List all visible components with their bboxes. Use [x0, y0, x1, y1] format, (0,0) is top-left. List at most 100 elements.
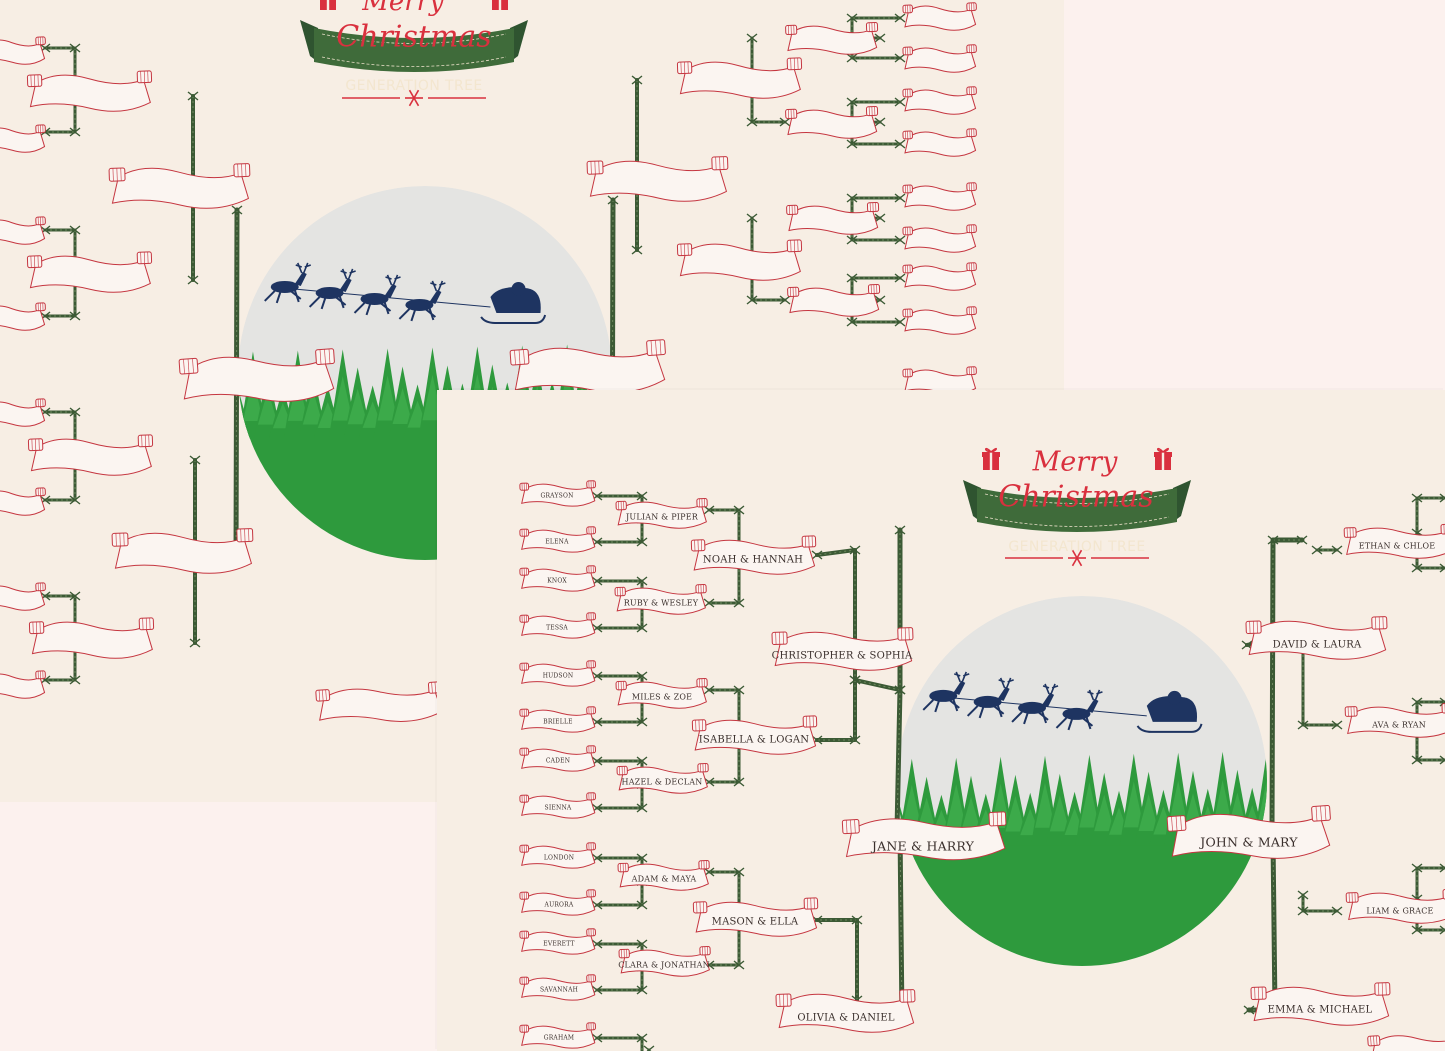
pine-garland: [1297, 890, 1343, 916]
scroll-banner: [519, 889, 596, 916]
pine-garland: [811, 675, 861, 745]
left-grandchild-couple: NOAH & HANNAH: [702, 554, 804, 566]
generation-tree-banner: [963, 480, 1191, 532]
scroll-banner: [519, 792, 596, 819]
left-grandchild-couple: MASON & ELLA: [711, 916, 799, 928]
scroll-banner: [1250, 982, 1391, 1026]
title-generation-tree: GENERATION TREE: [1008, 539, 1146, 555]
pine-garland: [643, 1045, 655, 1051]
left-descendant-name: GRAHAM: [543, 1034, 575, 1042]
scroll-banner: [1343, 523, 1445, 559]
scroll-banner: [27, 434, 154, 476]
scroll-banner: [178, 348, 335, 402]
reindeer-sleigh-icon: [264, 262, 547, 324]
scroll-banner: [841, 811, 1007, 861]
root-left-couple: JANE & HARRY: [871, 838, 975, 854]
scroll-banner: [0, 582, 46, 611]
scroll-banner: [691, 715, 818, 755]
scroll-banner: [0, 487, 46, 516]
scroll-banner: [519, 928, 596, 955]
left-descendant-name: BRIELLE: [543, 718, 573, 726]
left-descendant-name: SIENNA: [544, 804, 572, 812]
scroll-banner: [615, 677, 708, 709]
right-grandchild-couple: LIAM & GRACE: [1366, 906, 1434, 916]
scroll-banner: [586, 156, 729, 202]
scroll-banner: [1245, 616, 1388, 660]
scroll-banner: [26, 70, 153, 112]
scroll-banner: [902, 262, 977, 291]
pine-garland: [746, 213, 791, 305]
left-descendant-name: HUDSON: [542, 672, 574, 680]
gift-icon: [320, 0, 336, 10]
scroll-banner: [902, 44, 977, 73]
left-great-grandchild-couple: HAZEL & DECLAN: [621, 777, 703, 787]
pine-garland: [591, 1033, 648, 1051]
gift-icon: [982, 447, 1000, 470]
scroll-banner: [509, 339, 666, 393]
scroll-banner: [618, 945, 711, 977]
left-great-grandchild-couple: ADAM & MAYA: [631, 874, 697, 884]
left-descendant-name: AURORA: [544, 901, 574, 909]
title-merry: Merry: [362, 0, 444, 17]
scroll-banner: [690, 535, 817, 575]
scroll-banner: [615, 497, 708, 529]
right-grandchild-couple: AVA & RYAN: [1372, 720, 1426, 730]
scroll-banner: [785, 21, 879, 55]
pine-garland: [746, 33, 791, 127]
scroll-banner: [676, 239, 803, 281]
gift-icon: [492, 0, 508, 10]
scroll-banner: [519, 526, 596, 553]
right-child-couple: EMMA & MICHAEL: [1267, 1004, 1373, 1016]
left-descendant-name: SAVANNAH: [539, 986, 579, 994]
scroll-banner: [902, 224, 977, 253]
scroll-banner: [787, 283, 881, 317]
scroll-banner: [0, 216, 46, 245]
generation-tree-banner: [300, 20, 528, 72]
pine-garland: [1311, 545, 1343, 555]
left-great-grandchild-couple: JULIAN & PIPER: [626, 512, 698, 522]
scroll-banner: [0, 398, 46, 427]
scroll-banner: [0, 36, 46, 65]
scroll-banner: [902, 306, 977, 335]
scroll-banner: [1367, 1035, 1445, 1051]
scroll-banner: [676, 57, 803, 99]
left-descendant-name: ELENA: [545, 538, 569, 546]
pine-garland: [1266, 535, 1308, 835]
reindeer-sleigh-icon: [922, 671, 1203, 733]
scroll-banner: [771, 627, 914, 671]
scroll-banner: [108, 163, 251, 209]
scroll-banner: [0, 670, 46, 699]
scroll-banner: [902, 366, 977, 395]
root-right-couple: JOHN & MARY: [1200, 834, 1298, 850]
scroll-banner: [785, 105, 879, 139]
scroll-banner: [1166, 805, 1331, 859]
family-tree-drawing: [519, 447, 1445, 1051]
scroll-banner: [519, 565, 596, 592]
title-christmas: Christmas: [998, 479, 1154, 515]
scroll-banner: [519, 612, 596, 639]
scroll-banner: [902, 86, 977, 115]
scroll-banner: [519, 660, 596, 687]
scroll-banner: [111, 528, 254, 574]
left-descendant-name: LONDON: [543, 854, 575, 862]
scroll-banner: [902, 2, 977, 31]
left-child-couple: OLIVIA & DANIEL: [797, 1012, 895, 1024]
left-descendant-name: EVERETT: [543, 940, 575, 948]
right-child-couple: DAVID & LAURA: [1272, 639, 1362, 651]
scroll-banner: [519, 745, 596, 772]
title-christmas: Christmas: [336, 19, 492, 55]
scroll-banner: [786, 201, 880, 235]
scroll-banner: [0, 302, 46, 331]
scroll-banner: [0, 124, 46, 153]
left-descendant-name: GRAYSON: [540, 492, 574, 500]
left-great-grandchild-couple: RUBY & WESLEY: [623, 598, 699, 608]
scroll-banner: [519, 706, 596, 733]
scroll-banner: [1345, 888, 1445, 924]
filled-tree-card: Merry Christmas GENERATION TREE JANE & H…: [437, 390, 1445, 1051]
scroll-banner: [775, 989, 916, 1033]
pine-garland: [811, 915, 863, 1005]
title-merry: Merry: [1032, 446, 1118, 478]
left-great-grandchild-couple: MILES & ZOE: [631, 692, 693, 702]
left-descendant-name: CADEN: [545, 757, 571, 765]
left-great-grandchild-couple: CLARA & JONATHAN: [618, 960, 710, 970]
